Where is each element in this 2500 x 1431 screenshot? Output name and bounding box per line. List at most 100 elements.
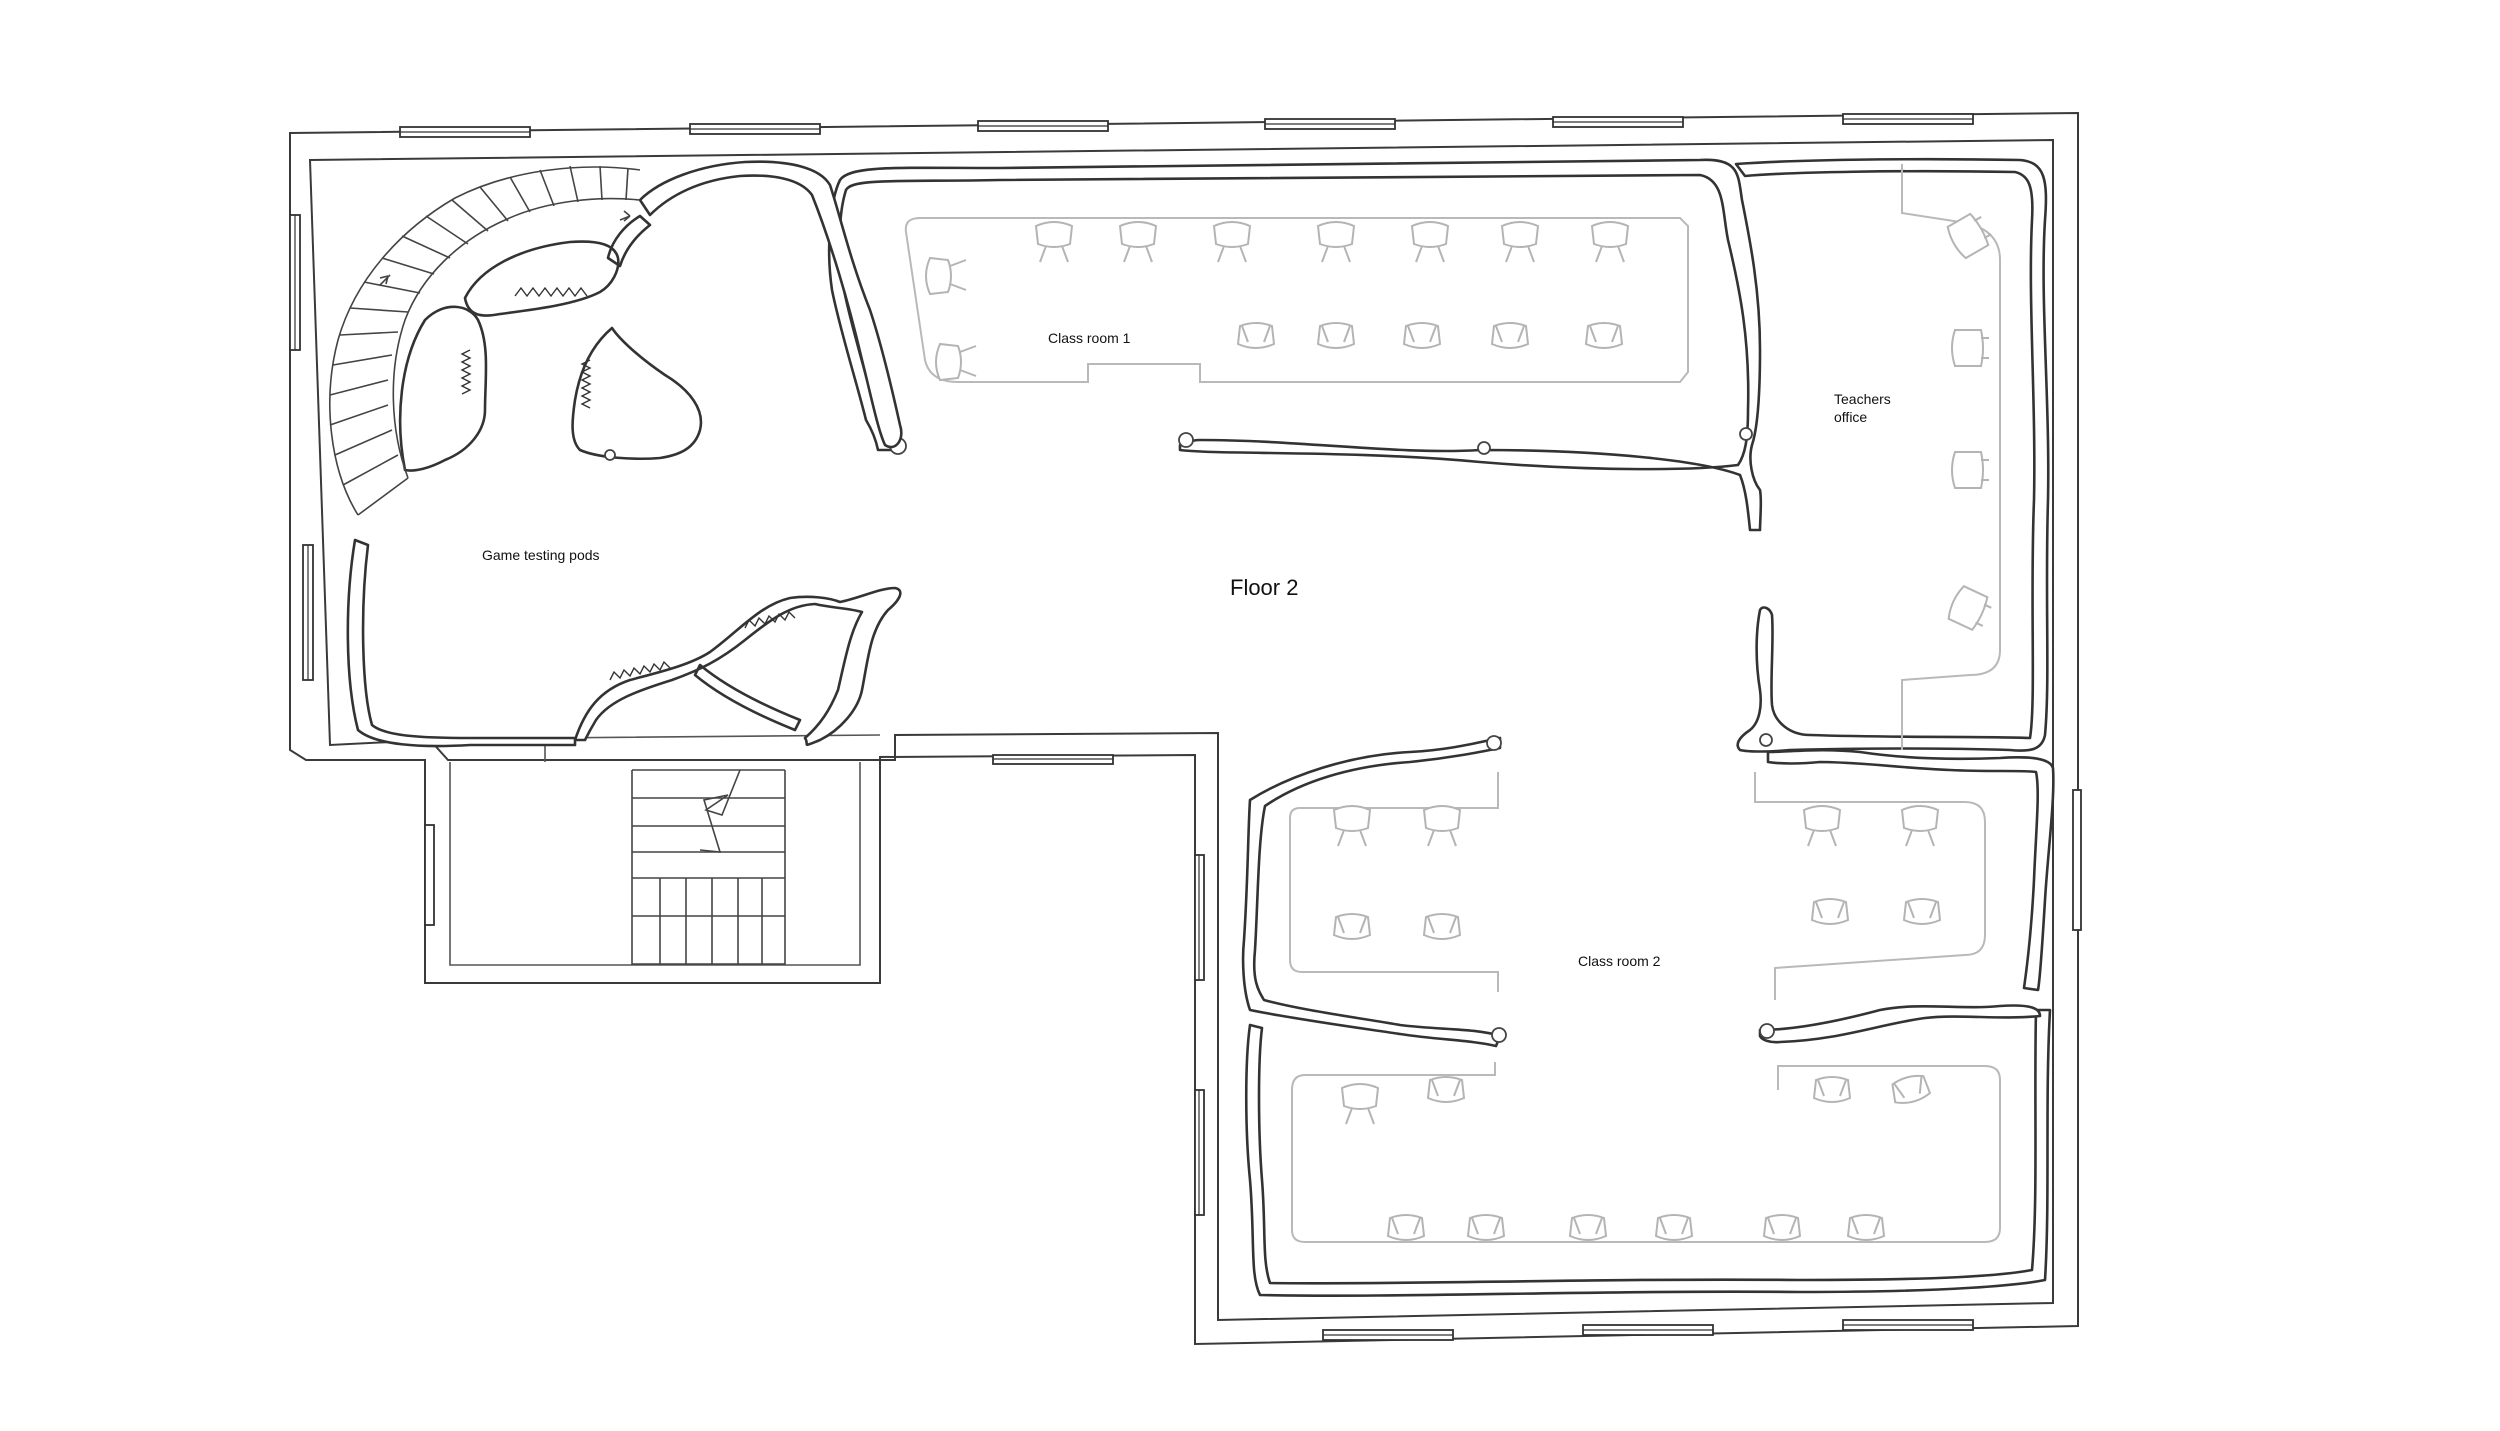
chair [1034, 221, 1074, 263]
chair [1951, 329, 1989, 367]
pods-upper-ring [463, 214, 652, 317]
class-room-2-pivot-mid [1491, 1027, 1507, 1043]
chair [1422, 913, 1462, 940]
window-east-1 [1194, 854, 1205, 981]
class-room-2-pivot-right [1759, 1023, 1775, 1039]
teachers-office-desk [1901, 164, 2001, 750]
pods-inner-ring [398, 305, 488, 472]
class-room-2-desk-top-right [1754, 772, 1986, 1000]
class-room-2-desk-bottom [1291, 1062, 2001, 1243]
window-top-5 [1552, 116, 1684, 128]
chair [1947, 584, 1992, 632]
class-room-2-upper-boundary [1241, 736, 1502, 1048]
straight-staircase [631, 769, 786, 965]
teachers-office-chairs [1946, 212, 1992, 632]
class-room-2-label: Class room 2 [1578, 953, 1661, 969]
chair [1902, 898, 1942, 925]
chair [1236, 322, 1276, 349]
window-east-2 [1194, 1089, 1205, 1216]
chair [1654, 1214, 1694, 1241]
window-left-2 [302, 544, 314, 681]
class-room-2-pivot-top [1486, 735, 1502, 751]
teachers-office-pivot [1759, 733, 1773, 747]
windows [289, 113, 2082, 1341]
window-right [2072, 789, 2082, 931]
chair [1410, 221, 1450, 263]
chair [935, 342, 977, 382]
chair [1590, 221, 1630, 263]
window-bottom-2 [1582, 1324, 1714, 1336]
window-top-2 [689, 123, 821, 135]
chair [1812, 1076, 1852, 1103]
chair [1762, 1214, 1802, 1241]
class-room-1-pivot-right [1739, 427, 1753, 441]
pods-pivot [604, 449, 616, 461]
class-room-1-chairs [925, 221, 1630, 382]
pods-west-boundary [346, 538, 577, 748]
class-room-2-desk-top-left [1289, 772, 1499, 992]
chair [1316, 322, 1356, 349]
chair [1951, 451, 1989, 489]
window-left-3 [424, 824, 435, 926]
window-top-6 [1842, 113, 1974, 125]
teachers-office-label-line1: Teachers [1834, 391, 1891, 407]
teachers-office-label-line2: office [1834, 409, 1867, 425]
chair [1810, 898, 1850, 925]
pods-outer-boundary [638, 160, 903, 449]
chair [1946, 212, 1992, 260]
window-left-1 [289, 214, 301, 351]
class-room-2: Class room 2 [1241, 735, 2055, 1297]
spiral-stair-treads [329, 165, 629, 516]
spiral-stair-inner [392, 197, 641, 479]
chair [1900, 805, 1940, 847]
window-top-1 [399, 126, 531, 138]
window-bottom-3 [1842, 1319, 1974, 1331]
window-top-3 [977, 120, 1109, 132]
pods-south-pod [573, 586, 902, 747]
window-mid [992, 754, 1114, 765]
chair [1500, 221, 1540, 263]
class-room-1-desk [904, 217, 1689, 383]
floor-title: Floor 2 [1230, 575, 1298, 600]
straight-stair-break [699, 769, 741, 853]
spiral-stair-arrow [379, 210, 631, 286]
class-room-1: Class room 1 [827, 158, 1763, 532]
chair [1340, 1083, 1380, 1125]
chair [1584, 322, 1624, 349]
class-room-2-chairs [1332, 805, 1942, 1241]
chair [1332, 805, 1372, 847]
game-testing-pods-label: Game testing pods [482, 547, 600, 563]
class-room-1-pivot-end [1178, 432, 1194, 448]
chair [1426, 1076, 1466, 1103]
window-top-4 [1264, 118, 1396, 130]
chair [1212, 221, 1252, 263]
chair [1402, 322, 1442, 349]
chair [1568, 1214, 1608, 1241]
class-room-2-right-arm [1758, 1004, 2042, 1044]
pods-right-pod [571, 326, 703, 461]
chair [1332, 913, 1372, 940]
chair [1466, 1214, 1506, 1241]
class-room-2-right-boundary [1766, 748, 2055, 992]
chair [1490, 322, 1530, 349]
chair [1891, 1074, 1932, 1104]
pods-zigzag-3 [580, 359, 592, 409]
chair [1316, 221, 1356, 263]
pods-zigzag-1 [514, 286, 588, 298]
class-room-1-pivot-mid [1477, 441, 1491, 455]
pods-zigzag-4 [609, 660, 671, 681]
pods-zigzag-5 [744, 610, 796, 629]
spiral-staircase [329, 165, 641, 516]
game-testing-pods: Game testing pods [346, 160, 903, 748]
pods-zigzag-2 [460, 349, 472, 395]
chair [925, 256, 967, 296]
chair [1386, 1214, 1426, 1241]
chair [1422, 805, 1462, 847]
class-room-1-label: Class room 1 [1048, 330, 1131, 346]
chair [1802, 805, 1842, 847]
window-bottom-1 [1322, 1329, 1454, 1341]
class-room-2-lower-boundary [1244, 1008, 2052, 1297]
teachers-office: Teachers office [1734, 157, 2050, 753]
class-room-1-boundary [827, 158, 1763, 532]
